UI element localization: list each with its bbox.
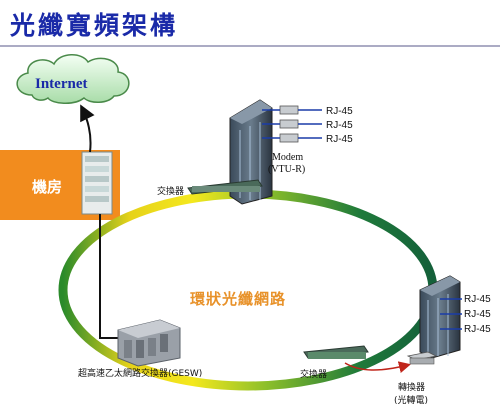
bottom-port-label: RJ-45 (464, 309, 491, 320)
gesw-label: 超高速乙太網路交換器(GESW) (78, 367, 202, 379)
bottom-port-lines (440, 298, 462, 330)
converter-label: 轉換器 (398, 381, 425, 393)
modem-model-label: (VTU-R) (268, 164, 305, 175)
internet-cloud (16, 54, 130, 104)
top-modem-group (262, 105, 322, 143)
top-switch-icon (187, 179, 263, 195)
page-title: 光纖寬頻架構 (10, 11, 179, 40)
bottom-switch-label: 交換器 (300, 368, 327, 380)
converter-sublabel: (光轉電) (394, 394, 428, 406)
bottom-switch-icon (303, 345, 369, 359)
bottom-building-icon (419, 275, 461, 359)
gesw-to-machine-room-line (99, 214, 125, 339)
internet-label: Internet (35, 76, 88, 92)
modem-label: Modem (272, 152, 303, 163)
top-port-label: RJ-45 (326, 120, 353, 131)
machine-room-label: 機房 (32, 178, 62, 196)
server-rack-icon (81, 151, 113, 215)
top-port-label: RJ-45 (326, 106, 353, 117)
ring-label: 環狀光纖網路 (190, 290, 286, 308)
title-underline (0, 45, 500, 47)
top-building-icon (229, 99, 273, 205)
bottom-port-label: RJ-45 (464, 294, 491, 305)
top-port-label: RJ-45 (326, 134, 353, 145)
uplink-to-internet (80, 104, 95, 153)
top-switch-label: 交換器 (157, 185, 184, 197)
converter-icon (406, 351, 438, 365)
converter-link-arrow (344, 361, 411, 374)
gesw-switch-icon (117, 319, 181, 367)
bottom-port-label: RJ-45 (464, 324, 491, 335)
top-modem-icon (279, 105, 299, 143)
